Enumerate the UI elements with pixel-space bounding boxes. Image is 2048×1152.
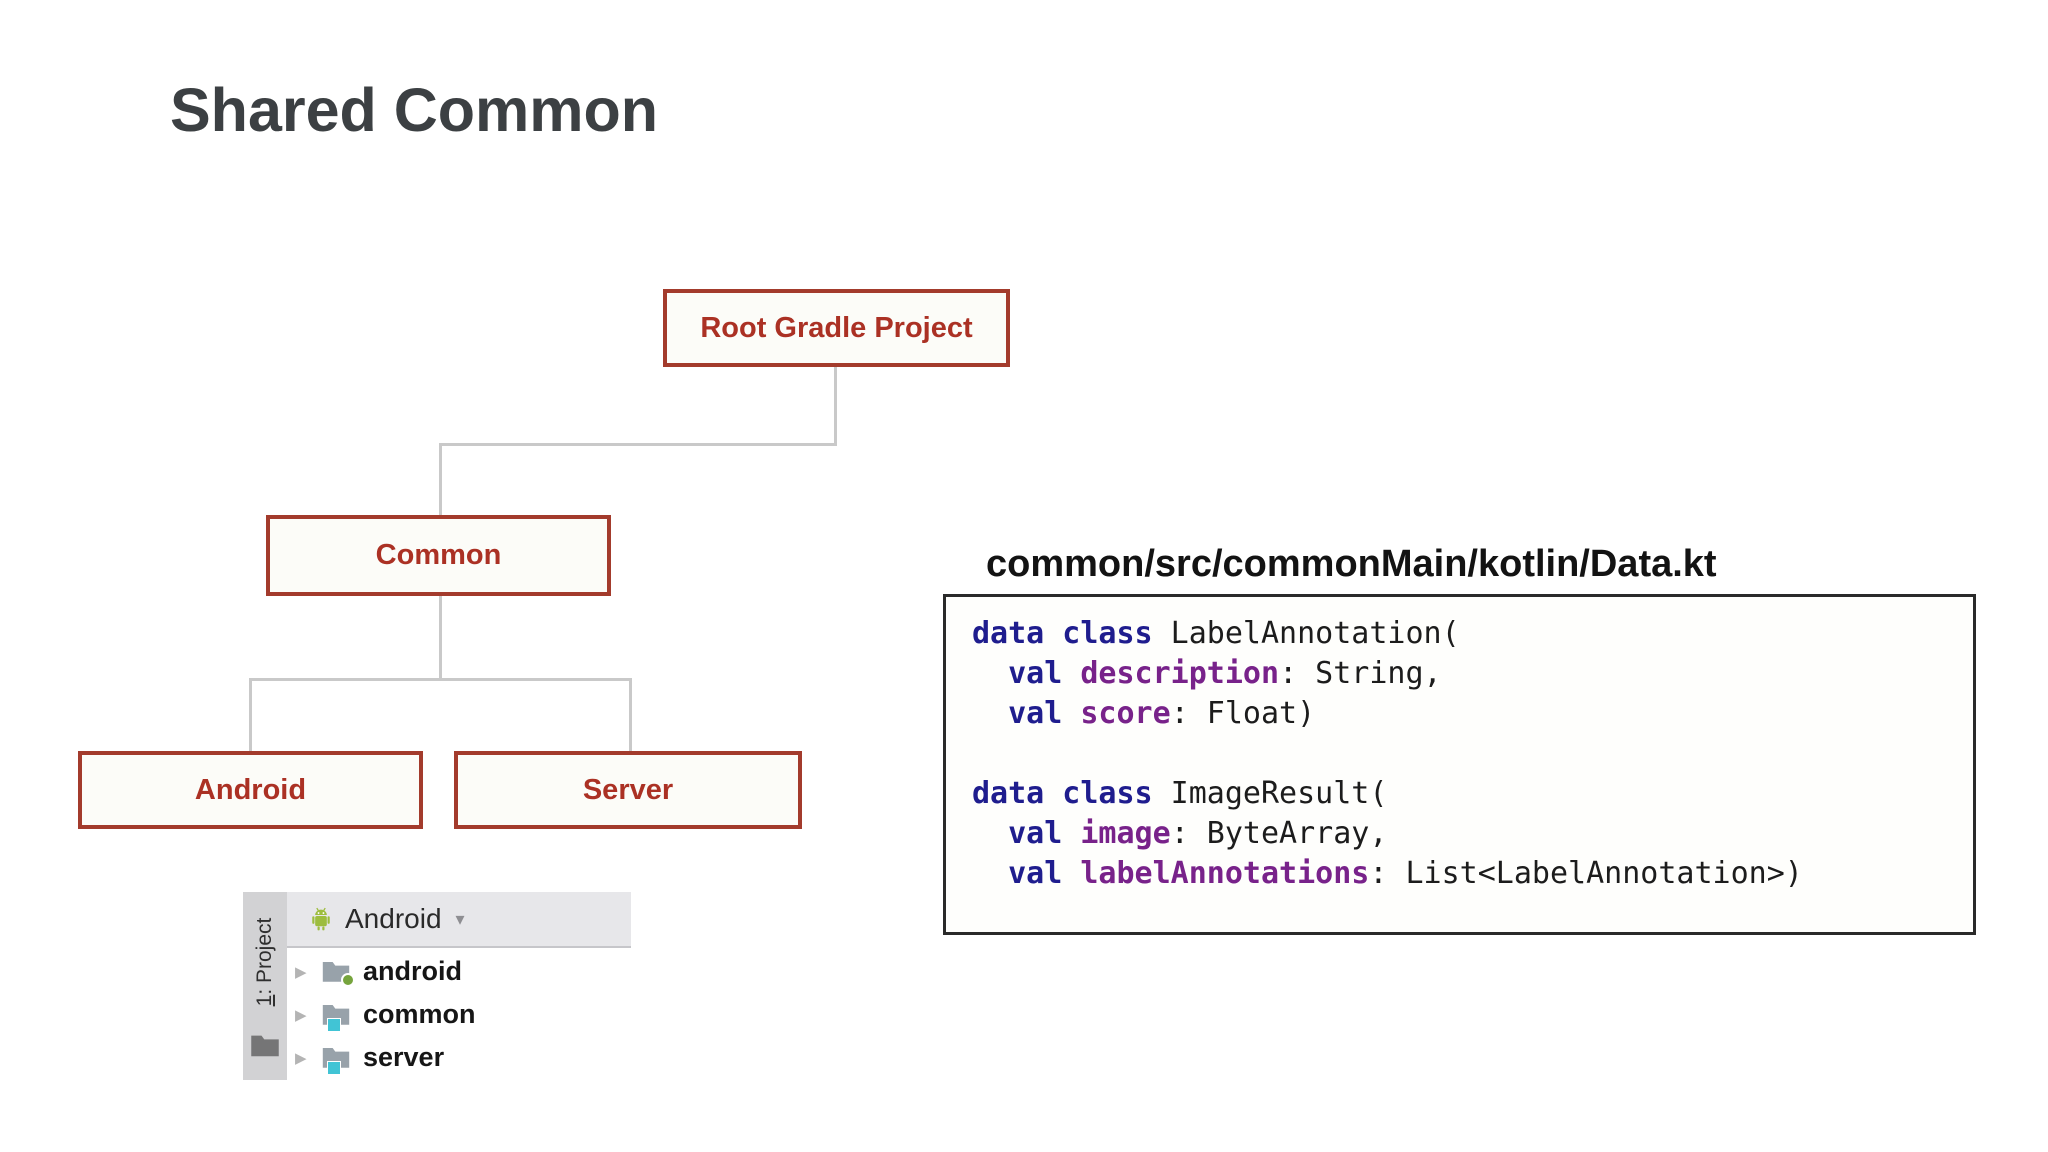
code-token: image <box>1080 816 1171 851</box>
tool-window-label: : Project <box>253 917 276 995</box>
code-line-blank <box>972 734 1973 774</box>
diagram-node-server: Server <box>454 751 802 829</box>
code-token: val <box>972 816 1063 851</box>
code-token: labelAnnotations <box>1080 856 1370 891</box>
diagram-node-label: Root Gradle Project <box>700 311 973 344</box>
code-token <box>1062 696 1080 731</box>
tree-item-label: android <box>363 956 462 986</box>
ide-project-panel: 1: Project Android <box>243 892 631 1080</box>
diagram-node-label: Common <box>375 539 502 571</box>
code-token: data class <box>972 776 1153 811</box>
diagram-node-label: Android <box>194 773 307 806</box>
code-panel: data class LabelAnnotation( val descript… <box>943 594 1976 935</box>
file-path-label: common/src/commonMain/kotlin/Data.kt <box>986 543 1717 585</box>
code-token: description <box>1080 656 1280 691</box>
code-token: val <box>972 656 1063 691</box>
tree-item-android[interactable]: ▶ android <box>287 950 631 993</box>
connector-line <box>629 681 632 751</box>
code-token: : List<LabelAnnotation>) <box>1369 856 1803 891</box>
diagram-node-root-gradle-project: Root Gradle Project <box>663 289 1010 367</box>
diagram-node-label: Server <box>582 773 674 806</box>
code-token: : ByteArray, <box>1170 816 1388 851</box>
code-line: val labelAnnotations: List<LabelAnnotati… <box>972 854 1973 894</box>
code-token <box>1062 656 1080 691</box>
tree-item-server[interactable]: ▶ server <box>287 1036 631 1079</box>
module-folder-icon <box>321 959 355 987</box>
code-token: : String, <box>1279 656 1442 691</box>
view-selector[interactable]: Android <box>345 903 442 934</box>
code-token <box>1062 816 1080 851</box>
code-line: val image: ByteArray, <box>972 814 1973 854</box>
chevron-down-icon[interactable]: ▾ <box>455 908 465 929</box>
tool-window-strip: 1: Project <box>243 892 287 1080</box>
tree-item-label: common <box>363 999 476 1029</box>
code-token <box>1062 856 1080 891</box>
code-token: score <box>1080 696 1171 731</box>
code-line: data class ImageResult( <box>972 774 1973 814</box>
code-token: val <box>972 696 1063 731</box>
diagram-node-common: Common <box>266 515 611 596</box>
ide-toolbar: Android ▾ <box>287 892 631 948</box>
connector-line <box>249 678 632 681</box>
code-line: val score: Float) <box>972 694 1973 734</box>
code-token: ImageResult( <box>1152 776 1388 811</box>
code-token: LabelAnnotation( <box>1152 616 1460 651</box>
project-tree: ▶ android ▶ common ▶ <box>287 950 631 1080</box>
tree-item-common[interactable]: ▶ common <box>287 993 631 1036</box>
module-folder-icon <box>321 1002 353 1032</box>
page-title: Shared Common <box>170 76 659 144</box>
expand-arrow-icon[interactable]: ▶ <box>295 1049 307 1067</box>
expand-arrow-icon[interactable]: ▶ <box>295 963 307 981</box>
kotlin-module-badge <box>327 1060 341 1075</box>
folder-icon <box>251 1035 279 1057</box>
tree-item-label: server <box>363 1042 445 1072</box>
connector-line <box>834 367 837 445</box>
code-token: data class <box>972 616 1153 651</box>
tool-window-number: 1 <box>253 994 276 1007</box>
code-token: val <box>972 856 1063 891</box>
code-token: : Float) <box>1170 696 1316 731</box>
code-line: val description: String, <box>972 654 1973 694</box>
android-module-badge <box>341 972 355 987</box>
module-folder-icon <box>321 1045 353 1075</box>
expand-arrow-icon[interactable]: ▶ <box>295 1006 307 1024</box>
project-tool-window-button[interactable]: 1: Project <box>253 918 277 1007</box>
connector-line <box>249 681 252 751</box>
code-line: data class LabelAnnotation( <box>972 614 1973 654</box>
kotlin-module-badge <box>327 1017 341 1032</box>
connector-line <box>439 446 442 515</box>
connector-line <box>439 443 837 446</box>
diagram-node-android: Android <box>78 751 423 829</box>
connector-line <box>439 596 442 680</box>
android-robot-icon <box>312 907 330 931</box>
